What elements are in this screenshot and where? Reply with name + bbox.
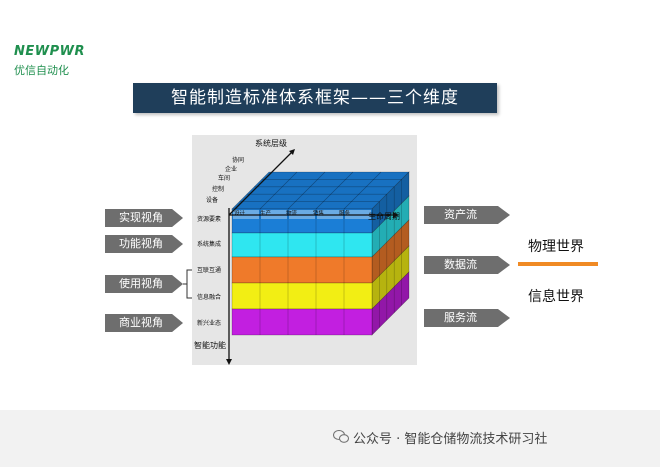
cube-svg: 系统层级 协同 企业 车间 控制 设备 生命周期 智能功能 资源要素 系统集成 … xyxy=(194,138,410,365)
flow-tag-asset: 资产流 xyxy=(424,206,510,224)
wechat-icon xyxy=(333,430,349,443)
function-label-2: 互联互通 xyxy=(197,266,221,274)
level-label-1: 企业 xyxy=(225,165,237,173)
logo-brand: NEWPWR xyxy=(14,44,85,59)
function-label-1: 系统集成 xyxy=(197,240,221,248)
axis-function-arrow xyxy=(226,359,232,365)
axis-level-line xyxy=(228,151,293,216)
lifecycle-label-1: 生产 xyxy=(260,209,272,217)
axis-lifecycle-arrow xyxy=(393,212,399,218)
cube-layer-front-4 xyxy=(231,308,373,336)
cube-layers xyxy=(231,171,410,336)
cube-layer-front-3 xyxy=(231,282,373,310)
cube-layer-front-1 xyxy=(231,232,373,258)
axis-level-title: 系统层级 xyxy=(255,138,287,148)
level-label-0: 协同 xyxy=(232,156,244,164)
lifecycle-label-3: 销售 xyxy=(313,209,324,217)
view-tag-function: 功能视角 xyxy=(105,235,183,253)
axis-level-arrow xyxy=(289,149,295,155)
axis-function-title: 智能功能 xyxy=(194,340,226,350)
axis-lifecycle-title: 生命周期 xyxy=(368,211,400,221)
view-tag-business: 商业视角 xyxy=(105,314,183,332)
cube-top-col-4 xyxy=(343,171,382,210)
view-tag-implementation: 实现视角 xyxy=(105,209,183,227)
lifecycle-label-4: 服务 xyxy=(339,209,351,217)
cube-layer-front-2 xyxy=(231,256,373,284)
footer-text: 公众号 · 智能仓储物流技术研习社 xyxy=(353,432,548,447)
cube-top-col-2 xyxy=(287,171,326,210)
world-divider xyxy=(518,262,598,266)
lifecycle-label-2: 物流 xyxy=(286,209,298,217)
world-information: 信息世界 xyxy=(528,289,584,305)
view-tag-usage: 使用视角 xyxy=(105,275,183,293)
page-title: 智能制造标准体系框架——三个维度 xyxy=(133,83,497,113)
lifecycle-label-0: 设计 xyxy=(234,209,246,217)
footer-bar xyxy=(0,410,660,467)
cube-top-col-3 xyxy=(315,171,354,210)
level-label-4: 设备 xyxy=(206,196,218,204)
level-label-3: 控制 xyxy=(212,185,224,193)
usage-bracket xyxy=(183,269,193,299)
level-label-2: 车间 xyxy=(218,174,230,182)
cube-layer-front-0 xyxy=(231,208,373,234)
function-label-0: 资源要素 xyxy=(197,215,221,223)
flow-tag-service: 服务流 xyxy=(424,309,510,327)
cube-top-col-1 xyxy=(259,171,298,210)
function-label-3: 信息融合 xyxy=(197,293,221,301)
flow-tag-data: 数据流 xyxy=(424,256,510,274)
function-label-4: 新兴业态 xyxy=(197,319,221,327)
world-physical: 物理世界 xyxy=(528,239,584,255)
framework-diagram: 系统层级 协同 企业 车间 控制 设备 生命周期 智能功能 资源要素 系统集成 … xyxy=(192,135,417,365)
logo-subtitle: 优信自动化 xyxy=(14,64,69,77)
